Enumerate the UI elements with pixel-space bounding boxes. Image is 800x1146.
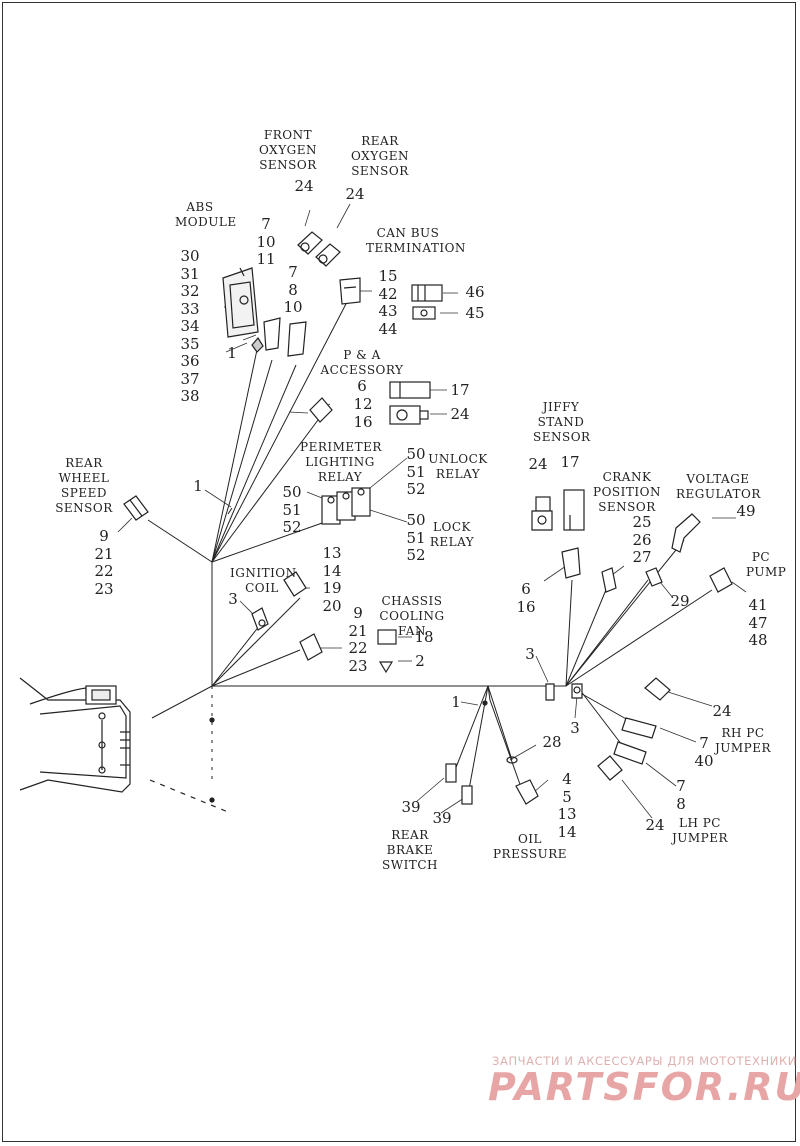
callout-oil: 4 5 13 14 xyxy=(557,770,577,841)
watermark-tagline: ЗАПЧАСТИ И АКСЕССУАРЫ ДЛЯ МОТОТЕХНИКИ xyxy=(492,1054,797,1068)
rear-brake-switch-label: REAR BRAKE SWITCH xyxy=(382,828,438,872)
callout-fan-18: 18 xyxy=(414,628,434,646)
callout-fan-2: 2 xyxy=(415,652,425,670)
pc-pump-label: PC PUMP xyxy=(746,550,787,579)
watermark-logo: PARTSFOR.RU xyxy=(488,1065,800,1109)
right-connectors-shape xyxy=(601,513,733,593)
callout-jiffy-24: 24 xyxy=(528,455,548,473)
callout-fan: 9 21 22 23 xyxy=(348,604,368,675)
rear-oxygen-sensor-label: REAR OXYGEN SENSOR xyxy=(351,134,409,178)
voltage-regulator-label: VOLTAGE REGULATOR xyxy=(676,472,761,501)
callout-jiffy-6-16: 6 16 xyxy=(516,580,536,616)
callout-clip-1-center: 1 xyxy=(451,693,461,711)
callout-rh-24: 24 xyxy=(712,702,732,720)
callout-lh-24: 24 xyxy=(645,816,665,834)
abs-module-label: ABS MODULE xyxy=(175,200,237,229)
callout-can-bus: 15 42 43 44 xyxy=(378,267,398,338)
ignition-coil-label: IGNITION COIL xyxy=(230,566,297,595)
leader-lines xyxy=(117,203,747,819)
callout-harness-clip-1: 1 xyxy=(193,477,203,495)
callout-rh-7-40: 7 40 xyxy=(694,734,714,770)
callout-pa-6: 6 xyxy=(357,377,367,395)
harness-branches-right xyxy=(454,539,713,796)
abs-module-shape xyxy=(222,267,259,338)
callout-pa-24: 24 xyxy=(450,405,470,423)
unlock-relay-label: UNLOCK RELAY xyxy=(428,452,488,481)
chassis-fan-shape xyxy=(299,629,397,674)
rh-pc-jumper-label: RH PC JUMPER xyxy=(714,726,772,755)
callout-lh-7-8: 7 8 xyxy=(676,777,686,813)
ignition-coil-shape xyxy=(251,571,307,631)
can-bus-termination-label: CAN BUS TERMINATION xyxy=(366,226,466,255)
callout-ground-3-bottom: 3 xyxy=(570,719,580,737)
callout-can-46: 46 xyxy=(465,283,485,301)
callout-oil-28: 28 xyxy=(542,733,562,751)
rear-wheel-speed-sensor-label: REAR WHEEL SPEED SENSOR xyxy=(55,456,113,515)
callout-ground-3-top: 3 xyxy=(525,645,535,663)
lock-relay-label: LOCK RELAY xyxy=(429,520,475,549)
callout-abs-group: 30 31 32 33 34 35 36 37 38 xyxy=(180,247,200,405)
callout-perimeter-relay: 50 51 52 xyxy=(282,483,302,536)
callout-crank: 25 26 27 xyxy=(632,513,652,566)
callout-pc-pump: 41 47 48 xyxy=(748,596,768,649)
callout-brake-39-b: 39 xyxy=(432,809,452,827)
callout-abs-connector-b: 7 8 10 xyxy=(283,263,303,316)
pc-jumper-shapes xyxy=(597,677,671,781)
callout-front-o2: 24 xyxy=(294,177,314,195)
harness-branches-lower xyxy=(211,597,301,687)
bottom-connectors-shape xyxy=(445,700,539,805)
lh-pc-jumper-label: LH PC JUMPER xyxy=(671,816,729,845)
jiffy-stand-sensor-label: JIFFY STAND SENSOR xyxy=(533,400,591,444)
callout-rear-o2: 24 xyxy=(345,185,365,203)
jiffy-stand-shape xyxy=(531,489,585,579)
pa-accessory-label: P & A ACCESSORY xyxy=(320,348,404,377)
harness-branches-upper xyxy=(147,299,349,563)
callout-vreg-49: 49 xyxy=(736,502,756,520)
callout-abs-ground: 1 xyxy=(227,344,237,362)
chassis-cooling-fan-label: CHASSIS COOLING FAN xyxy=(379,594,445,638)
oxygen-sensors xyxy=(297,231,341,267)
relay-block-shape xyxy=(321,487,371,525)
abs-connectors xyxy=(251,317,307,357)
callout-rwss: 9 21 22 23 xyxy=(94,527,114,598)
callout-brake-39-a: 39 xyxy=(401,798,421,816)
callout-abs-connector-a: 7 10 11 xyxy=(256,215,276,268)
callout-pa-12-16: 12 16 xyxy=(353,395,373,431)
callout-jiffy-17: 17 xyxy=(560,453,580,471)
can-bus-termination-shape xyxy=(339,277,443,320)
crank-position-sensor-label: CRANK POSITION SENSOR xyxy=(593,470,661,514)
callout-ignition: 13 14 19 20 xyxy=(322,544,342,615)
oil-pressure-label: OIL PRESSURE xyxy=(492,832,567,861)
pa-accessory-shape xyxy=(309,381,431,425)
perimeter-lighting-relay-label: PERIMETER LIGHTING RELAY xyxy=(300,440,382,484)
frame-section-shape xyxy=(19,677,229,813)
callout-pa-17: 17 xyxy=(450,381,470,399)
callout-ignition-3: 3 xyxy=(228,590,238,608)
callout-crank-29: 29 xyxy=(670,592,690,610)
callout-lock-relay: 50 51 52 xyxy=(406,511,426,564)
front-oxygen-sensor-label: FRONT OXYGEN SENSOR xyxy=(259,128,317,172)
callout-unlock-relay: 50 51 52 xyxy=(406,445,426,498)
rear-wheel-speed-sensor-shape xyxy=(123,495,149,521)
ground-studs-shape xyxy=(545,683,583,701)
callout-can-45: 45 xyxy=(465,304,485,322)
